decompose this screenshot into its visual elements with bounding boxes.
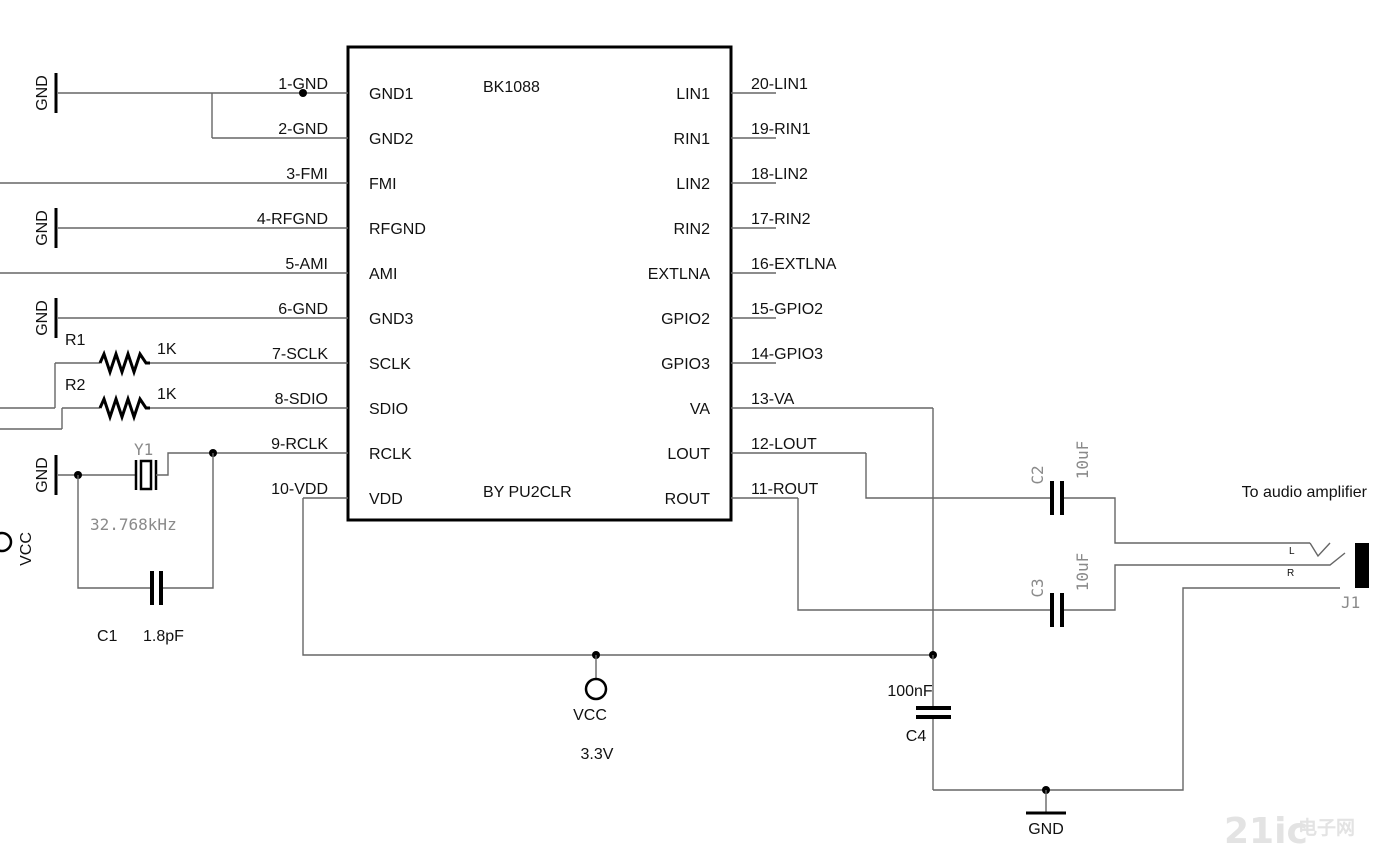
svg-text:GND: GND	[34, 300, 51, 336]
pin-name: EXTLNA	[648, 266, 711, 283]
gnd-symbol-2: GND	[34, 208, 58, 248]
net-label: 11-ROUT	[751, 481, 818, 498]
net-label: 13-VA	[751, 391, 795, 408]
watermark: 21ic 电子网	[1224, 811, 1355, 852]
net-label: 14-GPIO3	[751, 346, 823, 363]
net-label: 7-SCLK	[272, 346, 328, 363]
right-pin-stubs	[731, 92, 933, 499]
net-label: 4-RFGND	[257, 211, 328, 228]
pin-name: LIN2	[676, 176, 710, 193]
pin-name: LIN1	[676, 86, 710, 103]
amp-note: To audio amplifier	[1242, 484, 1368, 501]
net-label: 5-AMI	[285, 256, 328, 273]
capacitor-c4: 100nF C4	[887, 655, 951, 790]
net-label: 6-GND	[278, 301, 328, 318]
svg-text:电子网: 电子网	[1298, 816, 1355, 839]
pin-name: VDD	[369, 491, 403, 508]
vcc-label: VCC	[573, 707, 607, 724]
net-label: 3-FMI	[286, 166, 328, 183]
net-label: 18-LIN2	[751, 166, 808, 183]
pin-name: GPIO3	[661, 356, 710, 373]
net-label: 10-VDD	[271, 481, 328, 498]
left-net-labels: 1-GND 2-GND 3-FMI 4-RFGND 5-AMI 6-GND 7-…	[257, 76, 328, 498]
c2-label: C2	[1028, 465, 1047, 484]
c4-value: 100nF	[887, 683, 933, 700]
y1-label: Y1	[134, 440, 153, 459]
pin-name: RIN1	[674, 131, 711, 148]
gnd-tie-pins-1-2	[58, 89, 307, 138]
chip-name: BK1088	[483, 79, 540, 96]
net-label: 1-GND	[278, 76, 328, 93]
c1-label: C1	[97, 628, 118, 645]
net-label: 19-RIN1	[751, 121, 811, 138]
svg-text:GND: GND	[34, 457, 51, 493]
pin-name: GND2	[369, 131, 414, 148]
pin-name: AMI	[369, 266, 397, 283]
left-pin-stubs	[0, 92, 348, 499]
gnd-label: GND	[1028, 821, 1064, 838]
c2-value: 10uF	[1073, 441, 1092, 480]
net-label: 9-RCLK	[271, 436, 328, 453]
capacitor-c3: C3 10uF	[797, 498, 1310, 627]
j1-label: J1	[1341, 593, 1360, 612]
vcc-symbol-left: VCC	[0, 531, 35, 566]
r2-label: R2	[65, 377, 86, 394]
r1-label: R1	[65, 332, 86, 349]
svg-text:VCC: VCC	[18, 532, 35, 566]
pin-name: SCLK	[369, 356, 411, 373]
vcc-voltage: 3.3V	[581, 746, 614, 763]
net-label: 8-SDIO	[275, 391, 328, 408]
net-label: 12-LOUT	[751, 436, 817, 453]
jack-right-label: R	[1287, 568, 1294, 579]
c3-value: 10uF	[1073, 553, 1092, 592]
net-label: 16-EXTLNA	[751, 256, 837, 273]
chip-body	[346, 45, 733, 522]
svg-text:GND: GND	[34, 210, 51, 246]
resistor-r1: R1 1K	[0, 332, 177, 409]
right-net-labels: 20-LIN1 19-RIN1 18-LIN2 17-RIN2 16-EXTLN…	[751, 76, 837, 498]
c4-label: C4	[906, 728, 927, 745]
capacitor-c1: C1 1.8pF	[77, 453, 214, 645]
svg-text:21ic: 21ic	[1224, 811, 1308, 852]
pin-name: RCLK	[369, 446, 412, 463]
pin-name: VA	[690, 401, 710, 418]
gnd-symbol-3: GND	[34, 298, 58, 338]
audio-jack-j1: L R J1 To audio amplifier	[1242, 484, 1369, 612]
pin-name: RIN2	[674, 221, 711, 238]
net-label: 15-GPIO2	[751, 301, 823, 318]
pin-name: LOUT	[667, 446, 710, 463]
left-pin-names: GND1 GND2 FMI RFGND AMI GND3 SCLK SDIO R…	[369, 86, 426, 508]
gnd-bottom: GND	[933, 587, 1340, 838]
right-pin-names: LIN1 RIN1 LIN2 RIN2 EXTLNA GPIO2 GPIO3 V…	[648, 86, 711, 508]
net-label: 17-RIN2	[751, 211, 811, 228]
gnd-symbol-4: GND	[34, 455, 58, 495]
capacitor-c2: C2 10uF	[865, 441, 1310, 544]
jack-left-label: L	[1289, 546, 1295, 557]
r2-value: 1K	[157, 386, 177, 403]
c3-label: C3	[1028, 578, 1047, 597]
resistor-r2: R2 1K	[0, 377, 177, 430]
pin-name: ROUT	[665, 491, 711, 508]
crystal-y1: Y1 32.768kHz	[58, 440, 217, 534]
gnd-symbol-1: GND	[34, 73, 58, 113]
net-label: 20-LIN1	[751, 76, 808, 93]
pin-name: GND3	[369, 311, 414, 328]
pin-name: FMI	[369, 176, 397, 193]
svg-text:GND: GND	[34, 75, 51, 111]
pin-name: RFGND	[369, 221, 426, 238]
r1-value: 1K	[157, 341, 177, 358]
c1-value: 1.8pF	[143, 628, 184, 645]
chip-credit: BY PU2CLR	[483, 484, 572, 501]
pin-name: SDIO	[369, 401, 408, 418]
y1-value: 32.768kHz	[90, 515, 177, 534]
net-label: 2-GND	[278, 121, 328, 138]
pin-name: GPIO2	[661, 311, 710, 328]
pin-name: GND1	[369, 86, 414, 103]
